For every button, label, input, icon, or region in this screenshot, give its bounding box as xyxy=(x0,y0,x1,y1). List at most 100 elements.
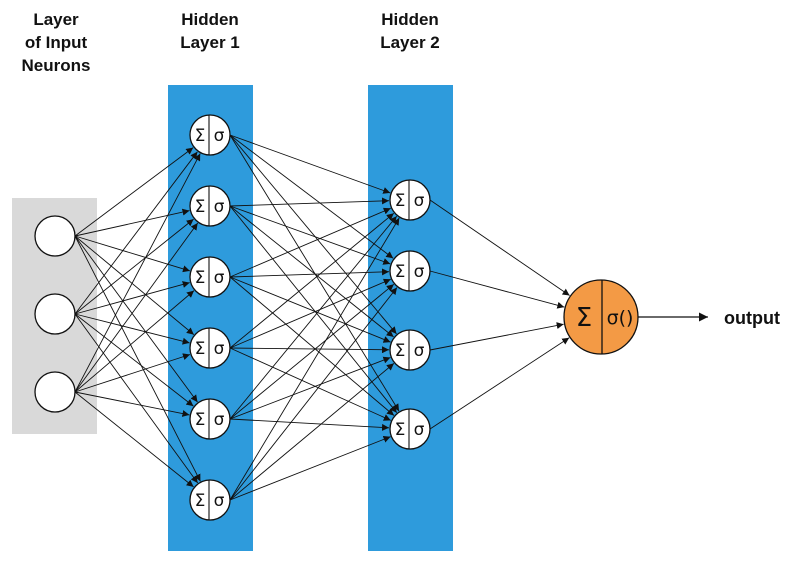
connection-l0-2-4 xyxy=(74,391,190,417)
input-neuron-1 xyxy=(34,215,76,257)
input-neuron-2 xyxy=(34,293,76,335)
sum-symbol: Σ xyxy=(576,303,592,333)
neuron-circle xyxy=(389,408,431,450)
sum-symbol: Σ xyxy=(195,339,206,359)
connection-l0-0-2 xyxy=(74,235,191,273)
hidden-layer-1-band xyxy=(168,85,253,551)
neuron-circle xyxy=(189,398,231,440)
connection-l1-0-0 xyxy=(229,134,391,194)
connection-l1-2-1 xyxy=(229,268,390,278)
connection-l1-4-3 xyxy=(229,418,390,431)
connection-l1-3-2 xyxy=(229,346,390,354)
connection-l1-1-1 xyxy=(229,205,391,265)
neuron-circle xyxy=(189,185,231,227)
sum-symbol: Σ xyxy=(195,268,206,288)
connection-l0-2-5 xyxy=(74,391,194,488)
neuron-circle xyxy=(189,479,231,521)
connection-l0-1-4 xyxy=(74,313,194,407)
connection-l0-0-5 xyxy=(74,235,201,482)
activation-symbol: σ xyxy=(214,339,225,359)
input-layer-title: Layer of Input Neurons xyxy=(21,10,91,75)
connection-l1-2-3 xyxy=(229,276,395,416)
sum-symbol: Σ xyxy=(395,341,406,361)
hidden-layer-2-title: Hidden Layer 2 xyxy=(380,10,440,52)
sum-symbol: Σ xyxy=(195,491,206,511)
hidden-layer-1-title: Hidden Layer 1 xyxy=(180,10,240,52)
activation-symbol: σ xyxy=(414,341,425,361)
connection-l1-5-1 xyxy=(229,287,398,501)
neuron-circle xyxy=(189,256,231,298)
connection-l1-4-0 xyxy=(229,215,398,420)
hidden-layer-2-band xyxy=(368,85,453,551)
sum-symbol: Σ xyxy=(395,262,406,282)
connection-l0-2-1 xyxy=(74,222,199,393)
connection-l2-2-0 xyxy=(429,322,564,351)
neuron-circle xyxy=(189,114,231,156)
neuron-circle xyxy=(34,371,76,413)
neuron-circle xyxy=(34,215,76,257)
neuron-circle xyxy=(389,250,431,292)
activation-symbol: σ() xyxy=(607,307,634,329)
sum-symbol: Σ xyxy=(395,191,406,211)
connection-l0-1-0 xyxy=(74,151,198,315)
connection-l0-1-3 xyxy=(74,313,190,345)
neuron-circle xyxy=(389,329,431,371)
connection-l1-1-2 xyxy=(229,205,394,338)
connection-l1-3-3 xyxy=(229,347,391,421)
connection-l0-0-1 xyxy=(74,208,190,237)
activation-symbol: σ xyxy=(214,197,225,217)
connection-l0-2-3 xyxy=(74,353,191,393)
sum-symbol: Σ xyxy=(195,410,206,430)
activation-symbol: σ xyxy=(214,268,225,288)
connection-l0-1-2 xyxy=(74,281,190,315)
sum-symbol: Σ xyxy=(195,197,206,217)
connection-l1-2-2 xyxy=(229,276,391,343)
input-neuron-3 xyxy=(34,371,76,413)
connection-l1-3-0 xyxy=(229,212,395,349)
connection-l1-2-0 xyxy=(229,207,391,278)
connection-l2-1-0 xyxy=(429,270,565,309)
connection-l1-0-2 xyxy=(229,134,397,335)
connection-l1-3-1 xyxy=(229,278,391,349)
connection-l1-5-0 xyxy=(229,217,400,501)
connection-l1-4-2 xyxy=(229,356,391,420)
connection-l2-3-0 xyxy=(429,337,570,430)
neuron-circle xyxy=(189,327,231,369)
connection-l0-1-5 xyxy=(74,313,199,484)
activation-symbol: σ xyxy=(414,262,425,282)
connection-l0-0-3 xyxy=(74,235,195,335)
connection-l2-0-0 xyxy=(429,199,570,296)
output-label: output xyxy=(724,308,780,328)
connection-l1-1-0 xyxy=(229,197,390,207)
connection-l0-2-2 xyxy=(74,290,195,393)
connections xyxy=(74,134,570,501)
activation-symbol: σ xyxy=(214,410,225,430)
connection-l1-5-2 xyxy=(229,363,395,501)
connection-l1-4-1 xyxy=(229,283,395,420)
activation-symbol: σ xyxy=(414,191,425,211)
activation-symbol: σ xyxy=(414,420,425,440)
neuron-circle xyxy=(34,293,76,335)
connection-l0-0-4 xyxy=(74,235,198,403)
connection-l1-1-3 xyxy=(229,205,398,413)
connection-l1-5-3 xyxy=(229,436,391,501)
connection-l0-0-0 xyxy=(74,147,194,237)
connection-l0-1-1 xyxy=(74,218,194,315)
sum-symbol: Σ xyxy=(395,420,406,440)
activation-symbol: σ xyxy=(214,491,225,511)
sum-symbol: Σ xyxy=(195,126,206,146)
connection-l0-2-0 xyxy=(74,153,201,393)
